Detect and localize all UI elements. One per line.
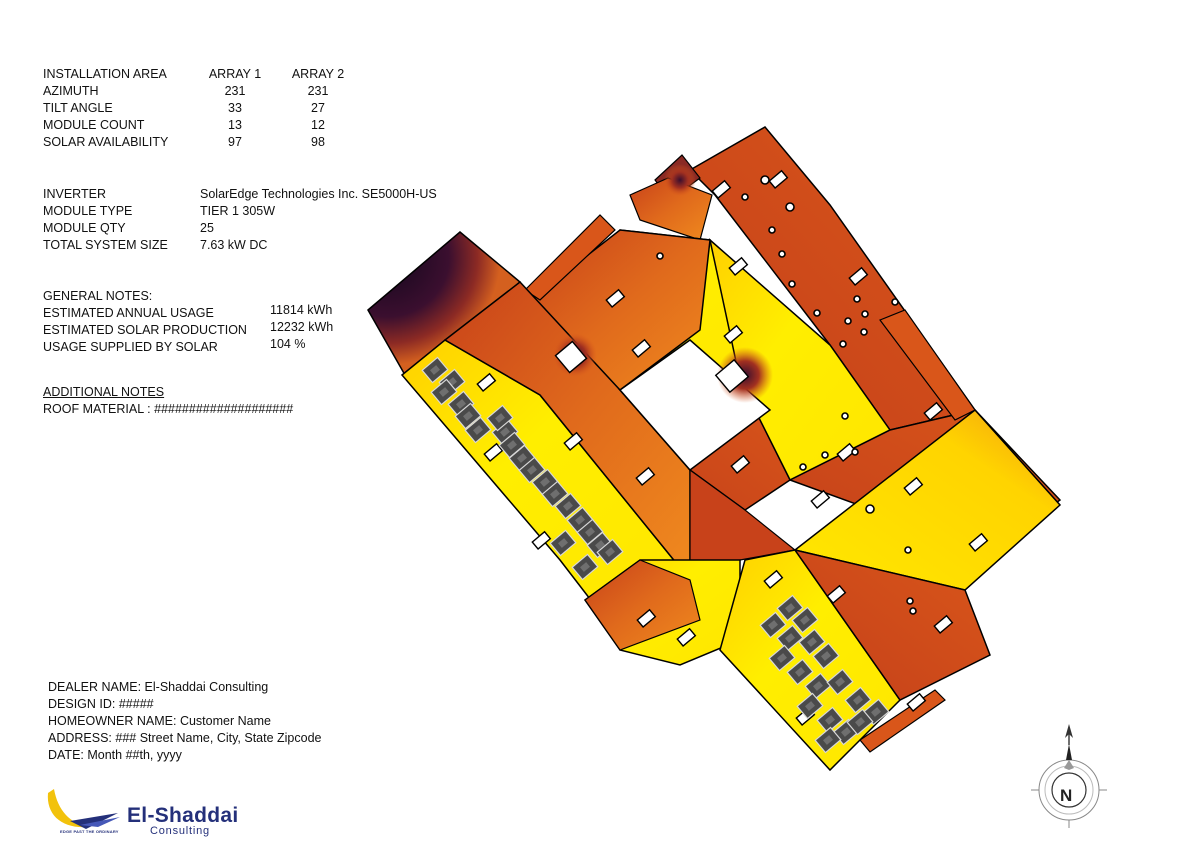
- array2-header: ARRAY 2: [291, 67, 345, 81]
- date: DATE: Month ##th, yyyy: [48, 748, 182, 762]
- logo-subtitle: Consulting: [150, 825, 210, 837]
- solar-module: [508, 444, 536, 472]
- solar-module: [541, 480, 569, 508]
- module-count-label: MODULE COUNT: [43, 118, 145, 132]
- additional-notes-title: ADDITIONAL NOTES: [43, 385, 165, 399]
- solar-module: [768, 644, 796, 672]
- tilt-array1: 33: [228, 101, 242, 115]
- solar-array-2: [759, 594, 890, 754]
- inverter-value: SolarEdge Technologies Inc. SE5000H-US: [200, 187, 437, 201]
- roof-obstructions: [476, 169, 989, 726]
- module-count-array1: 13: [228, 118, 242, 132]
- solar-module: [791, 606, 819, 634]
- solar-module: [816, 706, 844, 734]
- logo-name: El-Shaddai: [127, 804, 239, 827]
- solar-module: [571, 553, 599, 581]
- roof-material: ROOF MATERIAL : ####################: [43, 402, 294, 416]
- module-type-value: TIER 1 305W: [200, 204, 276, 218]
- solar-module: [796, 692, 824, 720]
- solar-module: [596, 538, 624, 566]
- inverter-label: INVERTER: [43, 187, 106, 201]
- solar-production-label: ESTIMATED SOLAR PRODUCTION: [43, 323, 247, 337]
- solar-module: [454, 402, 482, 430]
- solar-module: [826, 668, 854, 696]
- solar-module: [531, 468, 559, 496]
- roof-plane-east-strip: [879, 309, 976, 421]
- roof-plane-nw-small: [629, 177, 713, 241]
- compass-north-label: N: [1060, 786, 1073, 805]
- general-notes-title: GENERAL NOTES:: [43, 289, 153, 303]
- solar-module: [554, 492, 582, 520]
- annual-usage-value: 11814 kWh: [270, 303, 333, 317]
- module-qty-label: MODULE QTY: [43, 221, 126, 235]
- solar-array-1: [421, 356, 624, 581]
- module-count-array2: 12: [311, 118, 325, 132]
- roof-plane-south-b: [584, 559, 701, 651]
- solar-module: [804, 672, 832, 700]
- solar-module: [814, 726, 842, 754]
- solar-module: [518, 456, 546, 484]
- solar-module: [844, 686, 872, 714]
- solar-availability-label: SOLAR AVAILABILITY: [43, 135, 169, 149]
- solar-module: [464, 416, 492, 444]
- address: ADDRESS: ### Street Name, City, State Zi…: [48, 731, 322, 745]
- solar-module: [776, 624, 804, 652]
- usage-supplied-value: 104 %: [270, 337, 306, 351]
- array1-header: ARRAY 1: [208, 67, 262, 81]
- solar-production-value: 12232 kWh: [270, 320, 334, 334]
- homeowner-name: HOMEOWNER NAME: Customer Name: [48, 714, 271, 728]
- roof-plane-small-tab: [524, 214, 616, 301]
- solar-module: [846, 708, 874, 736]
- solar-module: [549, 529, 577, 557]
- azimuth-array1: 231: [224, 84, 246, 98]
- solar-module: [421, 356, 449, 384]
- courtyard: [618, 339, 772, 472]
- roof-plane-south-orange: [793, 548, 991, 701]
- annual-usage-label: ESTIMATED ANNUAL USAGE: [43, 306, 214, 320]
- compass-rose-icon: [1031, 724, 1107, 828]
- solar-module: [486, 404, 514, 432]
- shade-hotspot: [664, 164, 696, 196]
- round-vents: [656, 175, 917, 615]
- solar-module: [812, 642, 840, 670]
- module-qty-value: 25: [200, 221, 214, 235]
- design-id: DESIGN ID: #####: [48, 697, 154, 711]
- total-system-size-value: 7.63 kW DC: [200, 238, 268, 252]
- solar-availability-array1: 97: [228, 135, 242, 149]
- solar-module: [447, 390, 475, 418]
- tilt-label: TILT ANGLE: [43, 101, 113, 115]
- module-type-label: MODULE TYPE: [43, 204, 133, 218]
- logo-tagline: EDGE PAST THE ORDINARY: [60, 829, 119, 834]
- azimuth-array2: 231: [307, 84, 329, 98]
- installation-area-header: INSTALLATION AREA: [43, 67, 167, 81]
- total-system-size-label: TOTAL SYSTEM SIZE: [43, 238, 168, 252]
- solar-module: [798, 628, 826, 656]
- usage-supplied-label: USAGE SUPPLIED BY SOLAR: [43, 340, 218, 354]
- solar-module: [759, 611, 787, 639]
- solar-module: [430, 378, 458, 406]
- solar-module: [786, 658, 814, 686]
- el-shaddai-logo-icon: [47, 789, 120, 829]
- solar-module: [776, 594, 804, 622]
- dealer-name: DEALER NAME: El-Shaddai Consulting: [48, 680, 269, 694]
- tilt-array2: 27: [311, 101, 325, 115]
- solar-availability-array2: 98: [311, 135, 325, 149]
- azimuth-label: AZIMUTH: [43, 84, 99, 98]
